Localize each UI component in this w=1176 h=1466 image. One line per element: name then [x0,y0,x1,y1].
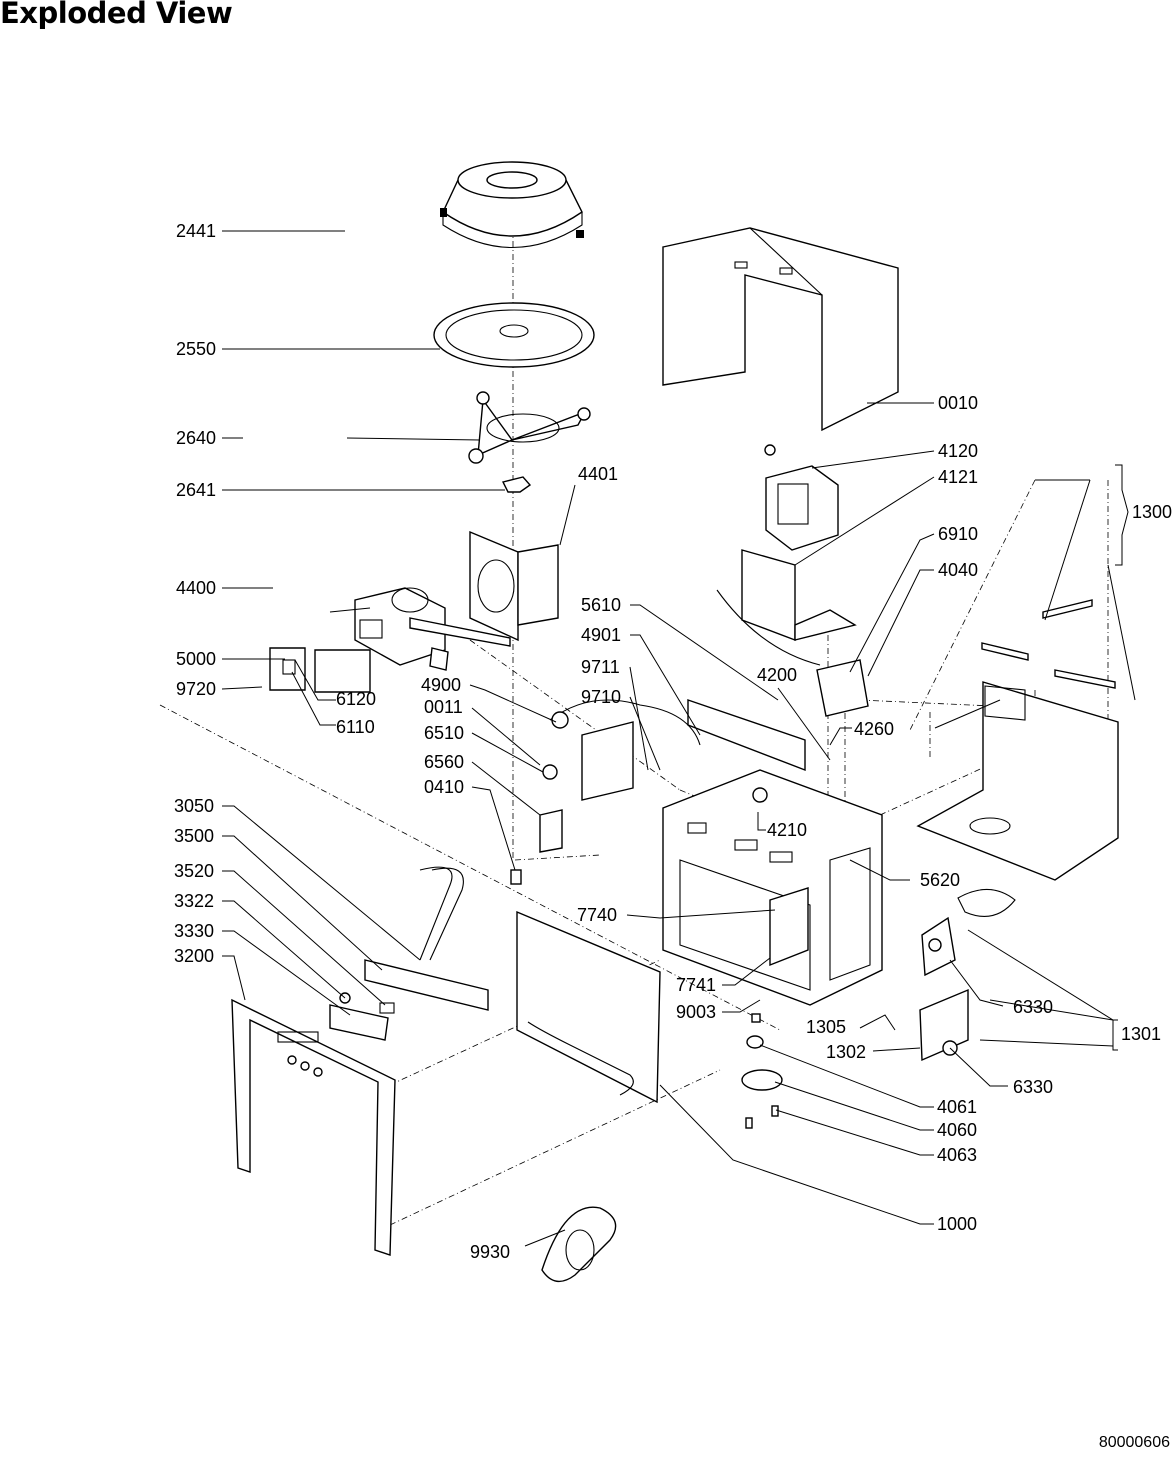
callout-6330-lower: 6330 [1013,1077,1053,1097]
lamp-assembly-part [510,764,563,885]
callout-3322: 3322 [174,891,214,911]
callout-3500: 3500 [174,826,214,846]
callout-1305: 1305 [806,1017,846,1037]
callout-4901: 4901 [581,625,621,645]
callout-4120: 4120 [938,441,978,461]
door-part [516,910,661,1104]
transformer-bracket-part [741,549,857,642]
callout-1302: 1302 [826,1042,866,1062]
callout-1301: 1301 [1121,1024,1161,1044]
callout-6910: 6910 [938,524,978,544]
callout-1300: 1300 [1132,502,1172,522]
callout-0011: 0011 [424,697,463,717]
wiring-harness-part [549,699,806,801]
callout-5000: 5000 [176,649,216,669]
callout-2640: 2640 [176,428,216,448]
motor-assembly-part [354,587,511,671]
roller-ring-part [468,391,591,464]
callout-3520: 3520 [174,861,214,881]
callout-4210: 4210 [767,820,807,840]
control-keypad-part [329,992,395,1041]
document-number: 80000606 [1098,1434,1170,1451]
door-handle-part [541,1206,617,1283]
callout-9930: 9930 [470,1242,510,1262]
glass-tray-part [433,302,595,368]
callout-7741: 7741 [676,975,716,995]
transformer-part [764,444,839,551]
callout-4400: 4400 [176,578,216,598]
capacitor-part [716,589,869,717]
callout-4060: 4060 [937,1120,977,1140]
coupling-part [501,476,532,493]
callout-0010: 0010 [938,393,978,413]
waveguide-cover-part [469,530,559,642]
callout-6110: 6110 [336,717,375,737]
callout-2441: 2441 [176,221,216,241]
callout-6120: 6120 [336,689,376,709]
callout-4040: 4040 [938,560,978,580]
rear-panel-part [916,599,1119,881]
callout-9710: 9710 [581,687,621,707]
callout-3330: 3330 [174,921,214,941]
callout-4061: 4061 [937,1097,977,1117]
callout-0410: 0410 [424,777,464,797]
callout-2641: 2641 [176,480,216,500]
callout-2550: 2550 [176,339,216,359]
callout-5610: 5610 [581,595,621,615]
turntable-motor-part [741,1013,783,1129]
outer-cabinet-part [662,227,899,432]
turntable-cover-part [440,161,584,248]
callout-4200: 4200 [757,665,797,685]
callout-6560: 6560 [424,752,464,772]
callout-1000: 1000 [937,1214,977,1234]
callout-9711: 9711 [581,657,620,677]
callout-9003: 9003 [676,1002,716,1022]
leader-lines [221,230,1136,1247]
door-switch-part [919,888,1016,1062]
front-frame-part [231,998,396,1256]
flex-cable-part [364,866,489,1011]
callout-5620: 5620 [920,870,960,890]
callout-4401: 4401 [578,464,618,484]
callout-3200: 3200 [174,946,214,966]
callout-9720: 9720 [176,679,216,699]
callout-4063: 4063 [937,1145,977,1165]
callout-4900: 4900 [421,675,461,695]
callout-3050: 3050 [174,796,214,816]
callout-6510: 6510 [424,723,464,743]
callout-labels: 2441 2550 2640 2641 4400 4401 5000 9720 … [174,221,1172,1262]
control-board-stack-part [269,647,371,693]
callout-7740: 7740 [577,905,617,925]
callout-6330-upper: 6330 [1013,997,1053,1017]
oven-cavity-part [662,769,883,1006]
callout-4260: 4260 [854,719,894,739]
page-title: Exploded View [0,0,233,30]
callout-4121: 4121 [938,467,978,487]
